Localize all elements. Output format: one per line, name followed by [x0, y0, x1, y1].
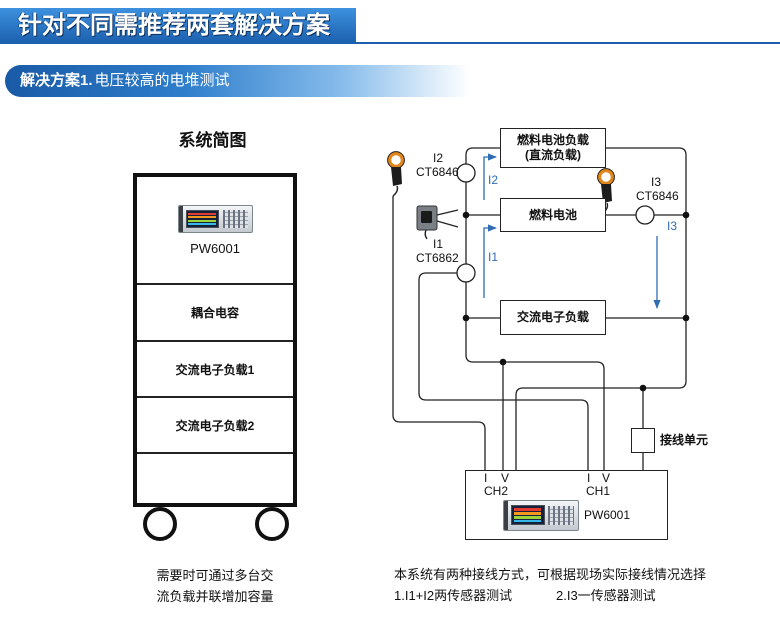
wiring-method-description: 本系统有两种接线方式，可根据现场实际接线情况选择 — [394, 567, 707, 582]
junction-node — [682, 314, 690, 322]
current-sensor-i3-ring — [635, 205, 655, 225]
power-analyzer-device-icon — [503, 500, 579, 531]
ch1-current-cable — [418, 272, 589, 470]
screen-trace — [188, 216, 216, 219]
ch1-current-terminal: I — [587, 471, 591, 485]
device-screen — [510, 505, 545, 526]
current-arrow-i2 — [483, 153, 497, 200]
wiring-option-2: 2.I3一传感器测试 — [556, 588, 656, 603]
note-line: 需要时可通过多台交 — [156, 568, 274, 583]
screen-trace — [188, 219, 216, 222]
ch1-voltage-terminal: V — [602, 471, 611, 485]
note-line: 流负载并联增加容量 — [156, 589, 274, 604]
fuel-cell-load-box: 燃料电池负载 (直流负载) — [500, 128, 606, 168]
rack-slot-ac-load-2: 交流电子负载2 — [137, 396, 293, 452]
current-arrow-i1 — [483, 224, 497, 298]
rack-slot-label: 交流电子负载1 — [175, 362, 255, 377]
power-analyzer-box: I V CH2 I V CH1 PW6001 — [465, 470, 668, 540]
rack-device-label: PW6001 — [190, 241, 240, 256]
screen-trace — [513, 519, 542, 523]
page-title-banner: 针对不同需推荐两套解决方案 — [0, 8, 356, 44]
rack-slot-empty — [137, 452, 293, 503]
sensor-i2-label: I2 — [433, 151, 444, 165]
negative-bus-wire — [465, 147, 605, 470]
positive-bus-wire — [515, 147, 687, 470]
solution-number: 解决方案1. — [20, 72, 93, 89]
sensor-i3-label: I3 — [651, 175, 662, 189]
rack-slot-label: 耦合电容 — [190, 306, 239, 320]
device-side-strip — [179, 206, 183, 232]
ch1-label: CH1 — [586, 484, 611, 498]
device-side-strip — [504, 501, 508, 530]
clamp-sensor-icon — [387, 151, 405, 197]
junction-node — [462, 314, 470, 322]
power-analyzer-device-icon — [178, 205, 253, 233]
sensor-i1-model: CT6862 — [416, 251, 459, 265]
sensor-i2-model: CT6846 — [416, 165, 459, 179]
current-sensor-i1-ring — [456, 263, 476, 283]
ac-load-label: 交流电子负载 — [516, 310, 589, 324]
rack-slot-coupling-capacitor: 耦合电容 — [137, 283, 293, 340]
rack-slot-label: 交流电子负载2 — [175, 418, 255, 433]
device-screen — [185, 209, 220, 228]
device-keypad — [548, 505, 575, 526]
solution-title: 电压较高的电堆测试 — [94, 72, 230, 89]
solution-heading: 解决方案1.电压较高的电堆测试 — [20, 65, 230, 97]
junction-node — [499, 358, 507, 366]
solution-banner: 解决方案1.电压较高的电堆测试 — [5, 65, 470, 97]
current-arrow-i3-label: I3 — [667, 219, 678, 233]
rack-slot-ac-load-1: 交流电子负载1 — [137, 340, 293, 396]
ch2-voltage-terminal: V — [501, 471, 510, 485]
ac-load-box: 交流电子负载 — [500, 300, 606, 335]
device-keypad — [222, 210, 249, 228]
fuel-cell-load-sublabel: (直流负载) — [525, 148, 581, 162]
system-sketch-note: 需要时可通过多台交 流负载并联增加容量 — [133, 565, 297, 607]
caster-wheel-icon — [143, 507, 177, 541]
screen-trace — [513, 512, 542, 515]
connection-unit-label: 接线单元 — [660, 433, 709, 447]
fuel-cell-box: 燃料电池 — [500, 198, 606, 232]
screen-trace — [188, 222, 216, 226]
page-title: 针对不同需推荐两套解决方案 — [18, 12, 330, 39]
sensor-i3-model: CT6846 — [636, 189, 679, 203]
junction-node — [639, 384, 647, 392]
caster-wheel-icon — [255, 507, 289, 541]
fuel-cell-label: 燃料电池 — [528, 207, 577, 222]
fuel-cell-load-label: 燃料电池负载 — [516, 133, 589, 147]
wiring-option-1: 1.I1+I2两传感器测试 — [394, 588, 513, 603]
screen-trace — [188, 212, 216, 215]
junction-node — [462, 211, 470, 219]
power-analyzer-label: PW6001 — [584, 508, 631, 522]
current-sensor-i2-ring — [456, 163, 476, 183]
title-underline — [356, 42, 780, 44]
rack-slot-analyzer: PW6001 — [137, 177, 293, 283]
ch2-label: CH2 — [484, 484, 509, 498]
ch2-current-cable — [392, 196, 486, 470]
sensor-i1-label: I1 — [433, 237, 444, 251]
screen-trace — [513, 516, 542, 519]
screen-trace — [513, 508, 542, 511]
ct6862-sensor-icon — [416, 205, 459, 240]
ch2-current-terminal: I — [484, 471, 488, 485]
current-arrow-i2-label: I2 — [488, 173, 499, 187]
current-arrow-i1-label: I1 — [488, 250, 499, 264]
junction-node — [682, 211, 690, 219]
system-sketch-title: 系统简图 — [178, 131, 247, 150]
connection-unit-box — [631, 428, 655, 453]
equipment-rack: PW6001 耦合电容 交流电子负载1 交流电子负载2 — [133, 173, 297, 507]
